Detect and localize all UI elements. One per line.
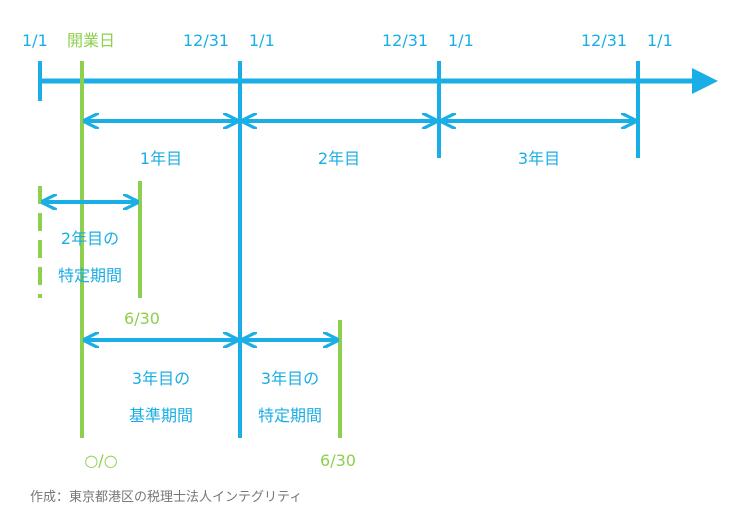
year3-specific-label-line2: 特定期間 [258, 406, 322, 425]
date-label-1-1-d: 1/1 [647, 31, 673, 50]
opening-day-label: 開業日 [67, 31, 115, 50]
year3-specific-end-date: 6/30 [320, 451, 356, 470]
year2-label: 2年目 [318, 149, 360, 168]
credit-text: 作成：東京都港区の税理士法人インテグリティ [30, 489, 302, 505]
year3-base-label-line1: 3年目の [132, 369, 190, 388]
date-label-1-1: 1/1 [22, 31, 48, 50]
date-label-12-31-b: 12/31 [382, 31, 428, 50]
opening-date-placeholder: ○/○ [84, 451, 117, 470]
year3-specific-label-line1: 3年目の [261, 369, 319, 388]
year1-label: 1年目 [140, 149, 182, 168]
year2-specific-end-date: 6/30 [124, 309, 160, 328]
year2-specific-label-line1: 2年目の [61, 229, 119, 248]
date-label-12-31-a: 12/31 [183, 31, 229, 50]
date-label-12-31-c: 12/31 [581, 31, 627, 50]
date-label-1-1-b: 1/1 [249, 31, 275, 50]
year2-specific-label-line2: 特定期間 [58, 266, 122, 285]
timeline-arrowhead [692, 68, 718, 94]
year3-base-label-line2: 基準期間 [129, 406, 193, 425]
year3-label: 3年目 [518, 149, 560, 168]
date-label-1-1-c: 1/1 [448, 31, 474, 50]
